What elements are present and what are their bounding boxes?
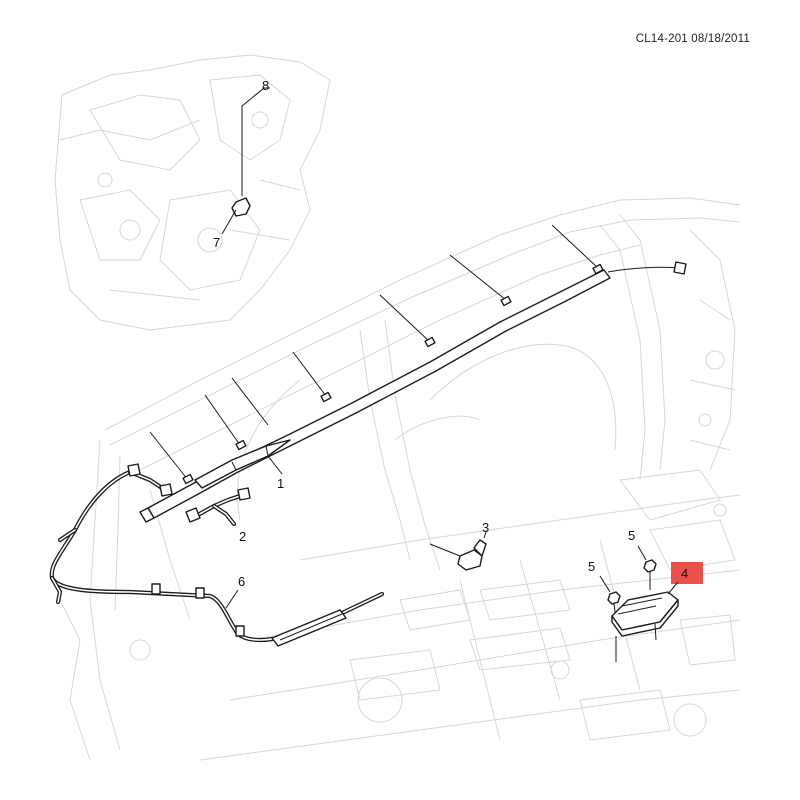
callout-5b: 5 <box>588 559 611 593</box>
callout-4[interactable]: 4 <box>667 562 703 595</box>
callout-8-label: 8 <box>262 78 269 93</box>
wiring-harness <box>49 463 385 647</box>
roof-rail-airbag <box>139 224 687 523</box>
callout-2: 2 <box>239 529 246 544</box>
callout-6-label: 6 <box>238 574 245 589</box>
connector-harness <box>185 487 251 527</box>
mounting-bracket <box>429 539 487 571</box>
callout-8: 8 <box>241 78 270 122</box>
diagram-reference-code: CL14-201 08/18/2011 <box>635 33 750 45</box>
sensor-module <box>611 591 679 662</box>
callout-3: 3 <box>482 520 489 539</box>
airbag-tether-lines <box>149 224 599 481</box>
callout-6: 6 <box>225 574 245 609</box>
retainer-clip <box>231 120 251 217</box>
callout-5a: 5 <box>628 528 647 561</box>
callout-3-label: 3 <box>482 520 489 535</box>
callout-4-highlight <box>671 562 703 584</box>
fastener-nuts <box>607 559 657 613</box>
callout-5a-label: 5 <box>628 528 635 543</box>
callout-1: 1 <box>267 455 284 491</box>
callout-7-label: 7 <box>213 235 220 250</box>
vehicle-body-outline <box>54 54 741 761</box>
callout-5b-label: 5 <box>588 559 595 574</box>
callout-4-label: 4 <box>681 566 688 581</box>
callout-1-label: 1 <box>277 476 284 491</box>
callout-2-label: 2 <box>239 529 246 544</box>
callout-7: 7 <box>213 209 237 250</box>
